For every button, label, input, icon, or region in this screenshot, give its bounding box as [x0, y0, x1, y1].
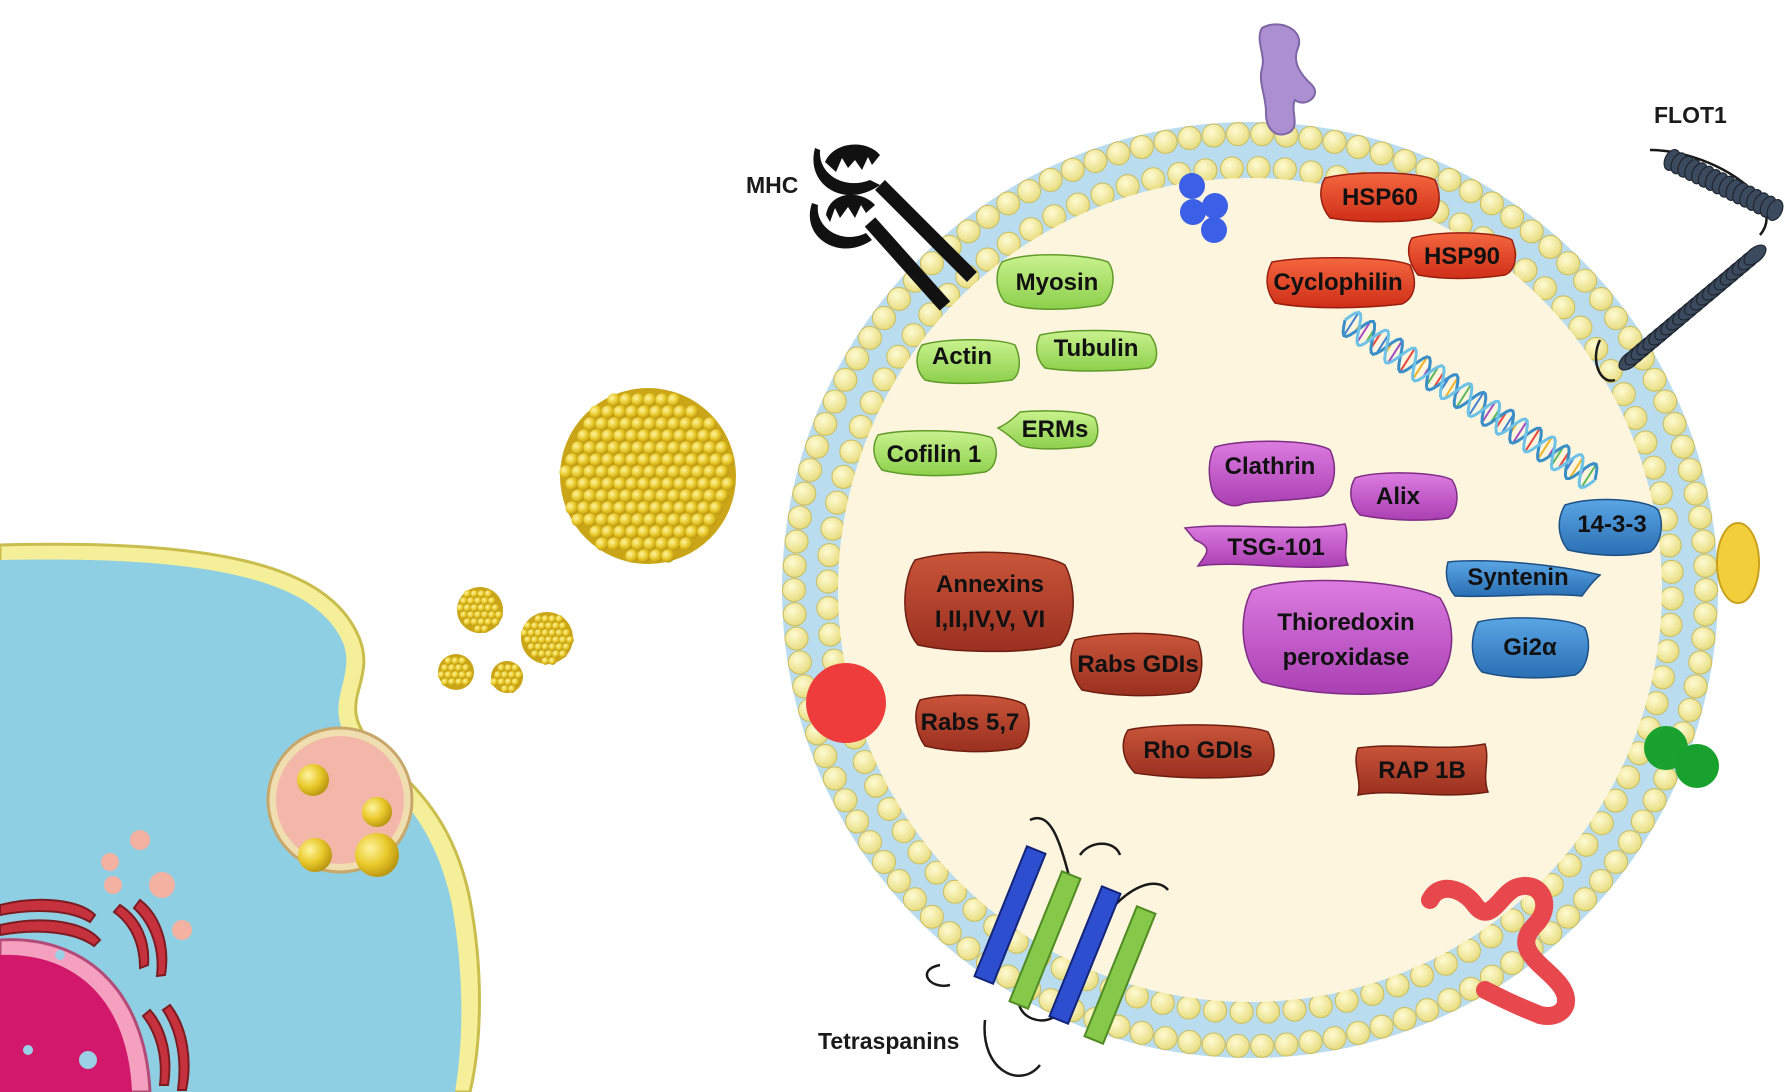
tetraspanin-protein — [925, 816, 1169, 1077]
protein-rabs-5-7: Rabs 5,7 — [915, 694, 1030, 753]
golgi-apparatus — [0, 898, 190, 1091]
protein-cofilin: Cofilin 1 — [873, 430, 997, 477]
membrane-protein-red-coil — [1421, 877, 1575, 1025]
protein-annexins: Annexins I,II,IV,V, VI — [904, 551, 1074, 653]
mhc-label: MHC — [746, 172, 798, 198]
released-exosomes — [437, 388, 736, 693]
protein-tsg101-label: TSG-101 — [1227, 534, 1324, 561]
protein-thioredoxin-label-1: Thioredoxin — [1277, 609, 1414, 636]
protein-gi2a-label: Gi2α — [1503, 634, 1557, 661]
protein-rap1b-label: RAP 1B — [1378, 757, 1466, 784]
nucleus — [0, 938, 152, 1092]
protein-hsp60: HSP60 — [1320, 172, 1440, 223]
membrane-protein-yellow — [1716, 522, 1760, 604]
protein-hsp90-label: HSP90 — [1424, 243, 1500, 270]
cell-cytoplasm — [0, 559, 462, 1092]
protein-gi2a: Gi2α — [1471, 617, 1590, 679]
protein-actin-label: Actin — [932, 343, 992, 370]
protein-hsp60-label: HSP60 — [1342, 184, 1418, 211]
protein-cyclophilin-label: Cyclophilin — [1273, 269, 1402, 296]
protein-tubulin-label: Tubulin — [1054, 335, 1139, 362]
protein-myosin: Myosin — [996, 254, 1114, 311]
protein-erms: ERMs — [996, 410, 1099, 450]
protein-14-3-3: 14-3-3 — [1558, 498, 1662, 557]
protein-14-3-3-label: 14-3-3 — [1577, 511, 1646, 538]
protein-actin: Actin — [916, 339, 1020, 385]
membrane-protein-red — [806, 663, 886, 743]
protein-rap1b: RAP 1B — [1355, 743, 1490, 796]
protein-cyclophilin: Cyclophilin — [1266, 256, 1416, 309]
protein-rho-gdis-label: Rho GDIs — [1143, 737, 1252, 764]
protein-thioredoxin-label-2: peroxidase — [1283, 644, 1410, 671]
flot1-protein — [1594, 148, 1784, 382]
protein-alix: Alix — [1350, 472, 1458, 521]
mhc-molecule — [809, 144, 977, 311]
protein-clathrin: Clathrin — [1208, 440, 1336, 507]
protein-erms-label: ERMs — [1022, 416, 1089, 443]
secreting-cell — [0, 542, 481, 1092]
protein-syntenin: Syntenin — [1445, 560, 1602, 598]
cytoplasmic-vesicles — [101, 830, 192, 940]
nucleic-acid-helix — [1341, 310, 1599, 490]
protein-alix-label: Alix — [1376, 483, 1421, 510]
protein-clathrin-label: Clathrin — [1225, 453, 1316, 480]
protein-syntenin-label: Syntenin — [1467, 564, 1568, 591]
protein-myosin-label: Myosin — [1016, 269, 1099, 296]
protein-cofilin-label: Cofilin 1 — [887, 441, 982, 468]
multivesicular-body — [266, 726, 414, 877]
protein-thioredoxin-peroxidase: Thioredoxin peroxidase — [1242, 579, 1453, 695]
transmembrane-protein-purple — [1258, 23, 1316, 136]
tetraspanins-label: Tetraspanins — [818, 1028, 959, 1054]
flot1-label: FLOT1 — [1654, 102, 1727, 128]
protein-rabs-gdis: Rabs GDIs — [1070, 632, 1203, 697]
protein-annexins-label-2: I,II,IV,V, VI — [935, 606, 1045, 633]
protein-rabs-gdis-label: Rabs GDIs — [1077, 651, 1198, 678]
protein-hsp90: HSP90 — [1407, 232, 1517, 280]
membrane-protein-green — [1644, 726, 1719, 788]
protein-tubulin: Tubulin — [1035, 329, 1158, 372]
protein-rabs-5-7-label: Rabs 5,7 — [921, 709, 1020, 736]
outer-lipid-heads — [782, 122, 1718, 1058]
protein-cluster-blue — [1179, 173, 1228, 243]
protein-rho-gdis: Rho GDIs — [1122, 724, 1275, 779]
protein-annexins-label-1: Annexins — [936, 571, 1044, 598]
protein-tsg101: TSG-101 — [1183, 523, 1350, 569]
